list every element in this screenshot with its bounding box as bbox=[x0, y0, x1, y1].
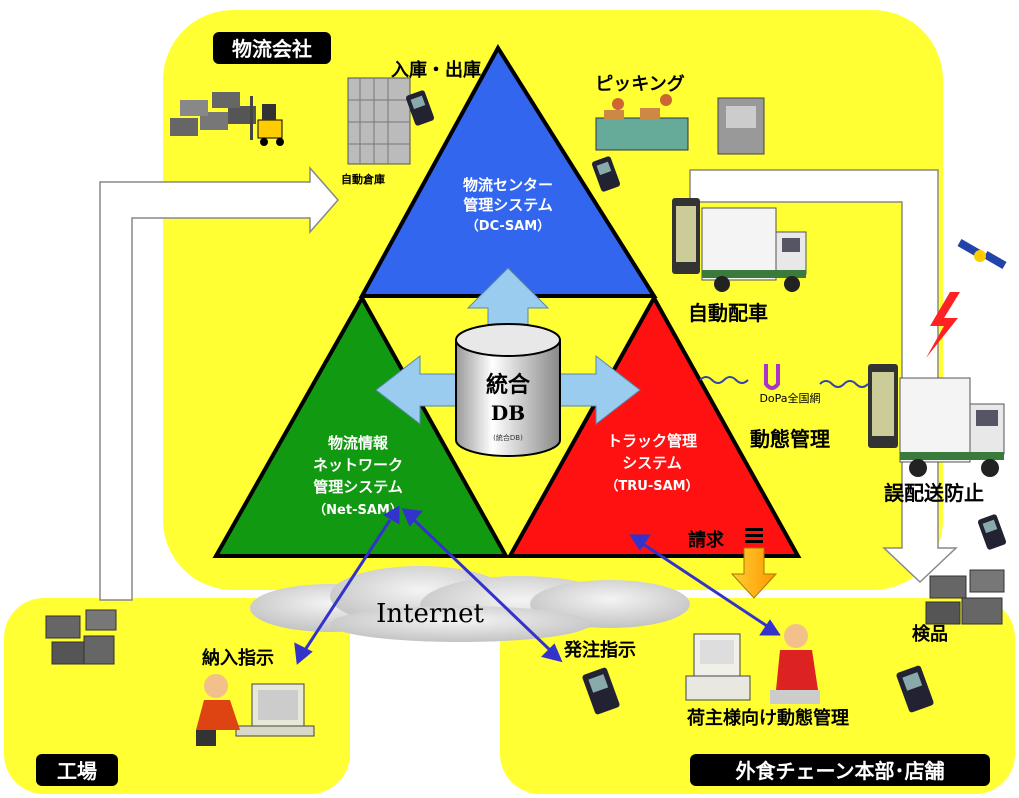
wireless-wave-right bbox=[819, 380, 869, 388]
lightning-icon bbox=[926, 292, 960, 358]
forklift-icon bbox=[250, 96, 284, 146]
svg-text:Internet: Internet bbox=[376, 599, 484, 629]
svg-text:管理システム: 管理システム bbox=[313, 478, 403, 496]
order-instruction-arrow bbox=[401, 508, 563, 663]
svg-text:(統合DB): (統合DB) bbox=[493, 433, 523, 442]
picking-label: ピッキング bbox=[595, 73, 684, 95]
svg-text:システム: システム bbox=[622, 454, 682, 472]
auto-warehouse-icon bbox=[347, 77, 411, 165]
billing-doc-icon bbox=[745, 528, 763, 543]
restaurant-boxes-icon bbox=[925, 569, 1005, 625]
delivery-instruction-arrow bbox=[294, 505, 400, 665]
svg-text:トラック管理: トラック管理 bbox=[607, 432, 697, 450]
order-instruction-label: 発注指示 bbox=[563, 639, 636, 661]
svg-text:（Net-SAM）: （Net-SAM） bbox=[313, 502, 403, 518]
satellite-icon bbox=[957, 239, 1007, 269]
shipper-status-label: 荷主様向け動態管理 bbox=[687, 707, 849, 729]
svg-text:DoPa全国網: DoPa全国網 bbox=[759, 391, 820, 405]
inspection-label: 検品 bbox=[912, 623, 948, 645]
shipper-operator-icon bbox=[685, 624, 820, 704]
restaurant-zone-label: 外食チェーン本部･店舗 bbox=[690, 754, 990, 786]
svg-text:（DC-SAM）: （DC-SAM） bbox=[466, 218, 550, 234]
auto-dispatch-label: 自動配車 bbox=[688, 301, 768, 325]
factory-zone-label: 工場 bbox=[36, 754, 118, 786]
integrated-db: 統合 DB (統合DB) bbox=[455, 323, 561, 457]
billing-arrow bbox=[730, 547, 778, 599]
factory-boxes-icon bbox=[45, 609, 117, 665]
net-sam-label: 物流情報 ネットワーク 管理システム （Net-SAM） bbox=[313, 434, 403, 518]
restaurant-zone bbox=[500, 598, 1015, 794]
svg-text:管理システム: 管理システム bbox=[463, 196, 553, 214]
delivery-instruction-label: 納入指示 bbox=[202, 647, 274, 669]
dc-sam-label: 物流センター 管理システム （DC-SAM） bbox=[463, 176, 553, 234]
svg-text:物流会社: 物流会社 bbox=[232, 37, 312, 61]
picking-machine-icon bbox=[717, 97, 765, 155]
docomo-logo: DoPa全国網 bbox=[759, 364, 821, 405]
svg-text:物流情報: 物流情報 bbox=[328, 434, 389, 452]
tru-sam-triangle bbox=[506, 293, 802, 558]
handheld-terminal-icon bbox=[582, 667, 620, 715]
wireless-wave-left bbox=[699, 376, 749, 384]
handheld-terminal-icon bbox=[977, 514, 1007, 550]
svg-text:統合: 統合 bbox=[486, 372, 531, 398]
nyuko-label: 入庫・出庫 bbox=[391, 59, 481, 81]
svg-text:（TRU-SAM）: （TRU-SAM） bbox=[605, 478, 698, 494]
handheld-terminal-icon bbox=[896, 665, 934, 713]
dc-to-restaurant-arrow bbox=[689, 169, 958, 584]
svg-text:物流センター: 物流センター bbox=[463, 176, 553, 194]
svg-text:工場: 工場 bbox=[57, 759, 97, 783]
auto-warehouse-label: 自動倉庫 bbox=[341, 172, 385, 186]
internet-cloud: Internet bbox=[250, 566, 690, 642]
factory-to-warehouse-arrow bbox=[99, 166, 339, 601]
dispatch-truck-icon bbox=[672, 198, 807, 292]
billing-label: 請求 bbox=[688, 529, 725, 551]
misdelivery-label: 誤配送防止 bbox=[884, 481, 984, 505]
net-sam-triangle bbox=[212, 293, 510, 558]
logistics-zone-label: 物流会社 bbox=[213, 32, 331, 64]
tru-sam-label: トラック管理 システム （TRU-SAM） bbox=[605, 432, 698, 494]
delivery-truck-icon bbox=[868, 364, 1005, 477]
picking-station-icon bbox=[595, 94, 689, 151]
tru-sam-to-shipper-arrow bbox=[629, 534, 781, 636]
svg-text:外食チェーン本部･店舗: 外食チェーン本部･店舗 bbox=[736, 759, 945, 783]
svg-text:DB: DB bbox=[491, 401, 525, 425]
office-worker-icon bbox=[196, 674, 315, 746]
handheld-terminal-icon bbox=[405, 90, 435, 126]
handheld-terminal-icon bbox=[591, 156, 621, 192]
svg-text:ネットワーク: ネットワーク bbox=[313, 456, 403, 474]
pallet-boxes-icon bbox=[170, 92, 256, 136]
status-mgmt-label: 動態管理 bbox=[750, 427, 830, 451]
